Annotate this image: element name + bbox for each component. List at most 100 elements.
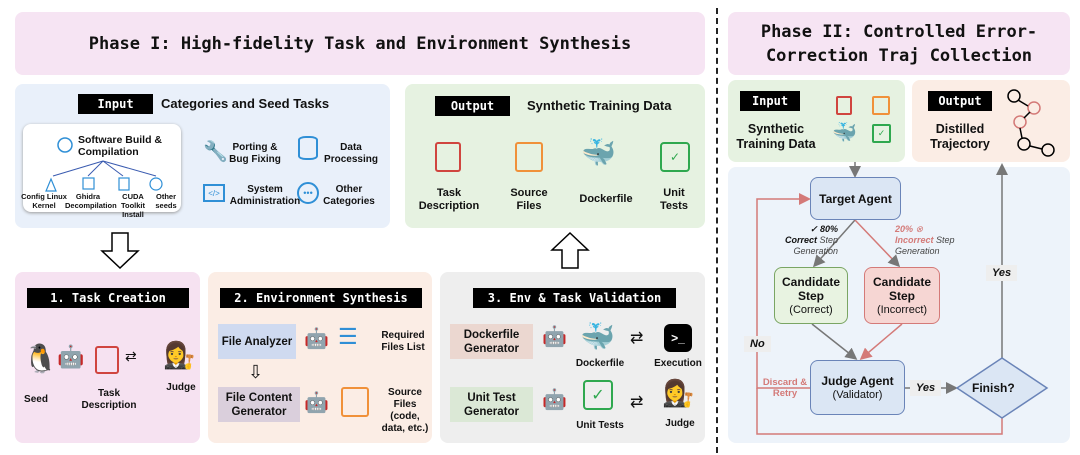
no-loop [756,388,1003,435]
category-label: System Administration [229,184,301,207]
judge-icon: 👩‍⚖️ [662,378,695,408]
linux-penguin-icon: 🐧 [23,343,58,374]
judge-label: Judge [166,382,196,393]
seed-label: Config Linux Kernel [21,192,67,210]
robot-icon: 🤖 [542,326,567,348]
correct-to-judge [811,323,858,360]
env-synthesis-panel: 2. Environment Synthesis File Analyzer ⇩… [208,272,432,443]
docker-icon: 🐳 [580,321,615,352]
list-icon: ☰ [338,324,358,349]
phase2-output-panel: Output Distilled Trajectory [912,80,1070,162]
correct-arrow [813,219,856,268]
input-panel: Input Categories and Seed Tasks Software… [15,84,390,228]
main-category: Software Build & Compilation [78,134,163,158]
wrench-icon: 🔧 [203,141,228,163]
more-icon: ••• [297,182,319,204]
seed-label: Ghidra Decompilation [65,192,117,210]
phase1-title: Phase I: High-fidelity Task and Environm… [15,12,705,75]
unit-test-icon: ✓ [660,142,690,172]
candidate-title: Candidate Step [872,274,931,303]
output-item: Task Description [418,187,480,212]
x-icon: ⊗ [913,224,924,234]
judge-label: Judge [665,418,695,429]
phase-divider [716,8,718,453]
seed-label: CUDA Toolkit Install [120,192,146,219]
database-icon [298,136,318,160]
terminal-icon [82,177,95,190]
incorrect-label: 20% ⊗ Incorrect Step Generation [895,224,975,257]
source-files-icon [872,96,890,115]
unit-test-icon: ✓ [872,124,891,143]
code-window-icon: </> [203,184,225,202]
incorrect-to-judge [859,323,903,360]
output-tag: Output [435,96,510,116]
dockerfile-label: Dockerfile [575,358,625,369]
task-label: Task Description [81,388,137,411]
robot-icon: 🤖 [304,392,329,414]
output-label: Distilled Trajectory [930,122,990,151]
output-item: Unit Tests [660,187,688,212]
discard-retry-label: Discard & Retry [762,377,808,399]
step3-title: 3. Env & Task Validation [473,288,676,308]
category-label: Porting & Bug Fixing [229,142,281,165]
judge-title: Judge Agent [821,373,894,388]
trajectory-icon [1007,89,1055,157]
docker-icon: 🐳 [832,122,857,144]
exchange-icon: ⇄ [630,330,644,347]
incorrect-pct: 20% [895,224,914,234]
exchange-icon: ⇄ [125,348,137,364]
finish-label: Finish? [972,381,1015,395]
input-label: Synthetic Training Data [736,122,816,151]
category-label: Data Processing [324,142,378,165]
phase2-title: Phase II: Controlled Error-Correction Tr… [760,21,1038,66]
output-heading: Synthetic Training Data [527,98,672,113]
output-panel: Output Synthetic Training Data 🐳 ✓ Task … [405,84,705,228]
down-arrow [100,232,140,270]
task-doc-icon [435,142,461,172]
terminal-icon: >_ [664,324,692,352]
dockerfile-generator-box: Dockerfile Generator [450,324,533,359]
more-icon [149,177,163,191]
up-arrow [550,231,590,269]
exchange-icon: ⇄ [630,394,644,411]
execution-label: Execution [654,358,702,369]
linux-icon [45,177,57,192]
seed-label: Seed [24,394,48,405]
yes-up-label: Yes [986,265,1018,281]
robot-icon: 🤖 [542,389,567,411]
output-tag: Output [928,91,992,111]
input-tag: Input [78,94,153,114]
correct-rest: Step Generation [793,235,838,256]
install-icon [118,177,130,191]
input-tag: Input [740,91,800,111]
file-content-generator-box: File Content Generator [218,387,300,422]
docker-icon: 🐳 [581,137,616,168]
phase1-arrows [100,231,590,270]
robot-icon: 🤖 [304,328,329,350]
candidate-correct-sub: (Correct) [789,303,833,316]
unit-test-icon: ✓ [583,380,613,410]
validation-panel: 3. Env & Task Validation Dockerfile Gene… [440,272,705,443]
candidate-incorrect-node: Candidate Step(Incorrect) [864,267,940,324]
target-agent-node: Target Agent [810,177,901,220]
candidate-correct-node: Candidate Step(Correct) [774,267,848,324]
unit-tests-label: Unit Tests [576,420,624,431]
yes-label: Yes [910,380,942,396]
judge-sub: (Validator) [832,388,883,401]
phase2-input-panel: Input Synthetic Training Data 🐳 ✓ [728,80,905,162]
task-doc-icon [95,346,119,374]
category-label: Other Categories [323,184,375,207]
no-label: No [744,336,771,352]
judge-agent-node: Judge Agent(Validator) [810,360,905,415]
robot-icon: 🤖 [57,344,85,369]
step2-title: 2. Environment Synthesis [220,288,422,308]
retry-loop [756,193,811,389]
output-item: Source Files [510,187,548,212]
source-files-icon [515,142,543,172]
task-doc-icon [836,96,852,115]
correct-pct: 80% [819,224,838,234]
finish-diamond [955,357,1049,419]
incorrect-word: Incorrect [895,235,934,245]
task-creation-panel: 1. Task Creation 🐧 🤖 ⇄ 👩‍⚖️ Seed Task De… [15,272,200,443]
